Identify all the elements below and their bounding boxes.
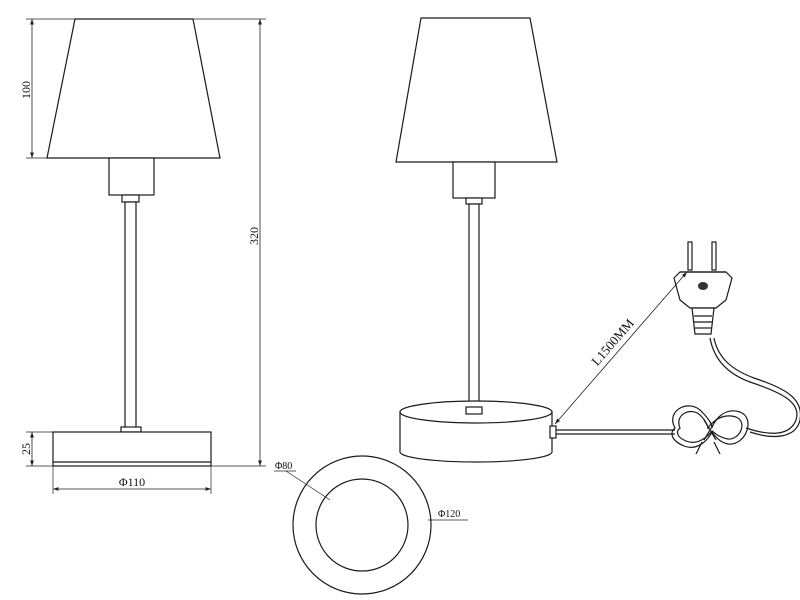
side-view-socket-ring	[121, 194, 140, 203]
plug	[673, 241, 733, 335]
ring-outer-diameter-label: Φ120	[438, 509, 460, 520]
base-diameter-label: Φ110	[119, 475, 145, 489]
plug-hole	[698, 282, 708, 290]
side-view-lamp	[46, 18, 221, 467]
front-view-socket	[452, 161, 496, 199]
bottom-view-ring: Φ80 Φ120	[274, 455, 468, 595]
front-view-shade	[395, 17, 558, 163]
side-view-stem	[124, 201, 137, 431]
side-view-stem-collar	[120, 426, 142, 433]
plug-strain-relief	[691, 307, 715, 335]
front-view-stem-collar	[465, 406, 483, 415]
plug-prong-right	[711, 241, 717, 271]
front-view-lamp	[395, 17, 558, 463]
side-view-shade	[46, 18, 221, 159]
front-view-base	[399, 411, 553, 463]
side-view-base	[52, 431, 212, 467]
side-view-dimensions: 100 320 25 Φ110	[19, 18, 266, 494]
base-height-label: 25	[19, 443, 33, 455]
bottom-view-inner-circle	[315, 478, 409, 572]
plug-prong-left	[687, 241, 693, 271]
shade-height-label: 100	[19, 81, 33, 99]
cable-length-label: L1500MM	[588, 315, 637, 368]
total-height-label: 320	[247, 227, 261, 245]
front-view-stem	[468, 203, 480, 410]
ring-inner-diameter-label: Φ80	[275, 461, 292, 472]
cable-length-dimension: L1500MM	[554, 271, 688, 425]
power-cable	[556, 337, 800, 455]
front-view-socket-ring	[465, 197, 483, 205]
side-view-socket	[108, 157, 155, 196]
